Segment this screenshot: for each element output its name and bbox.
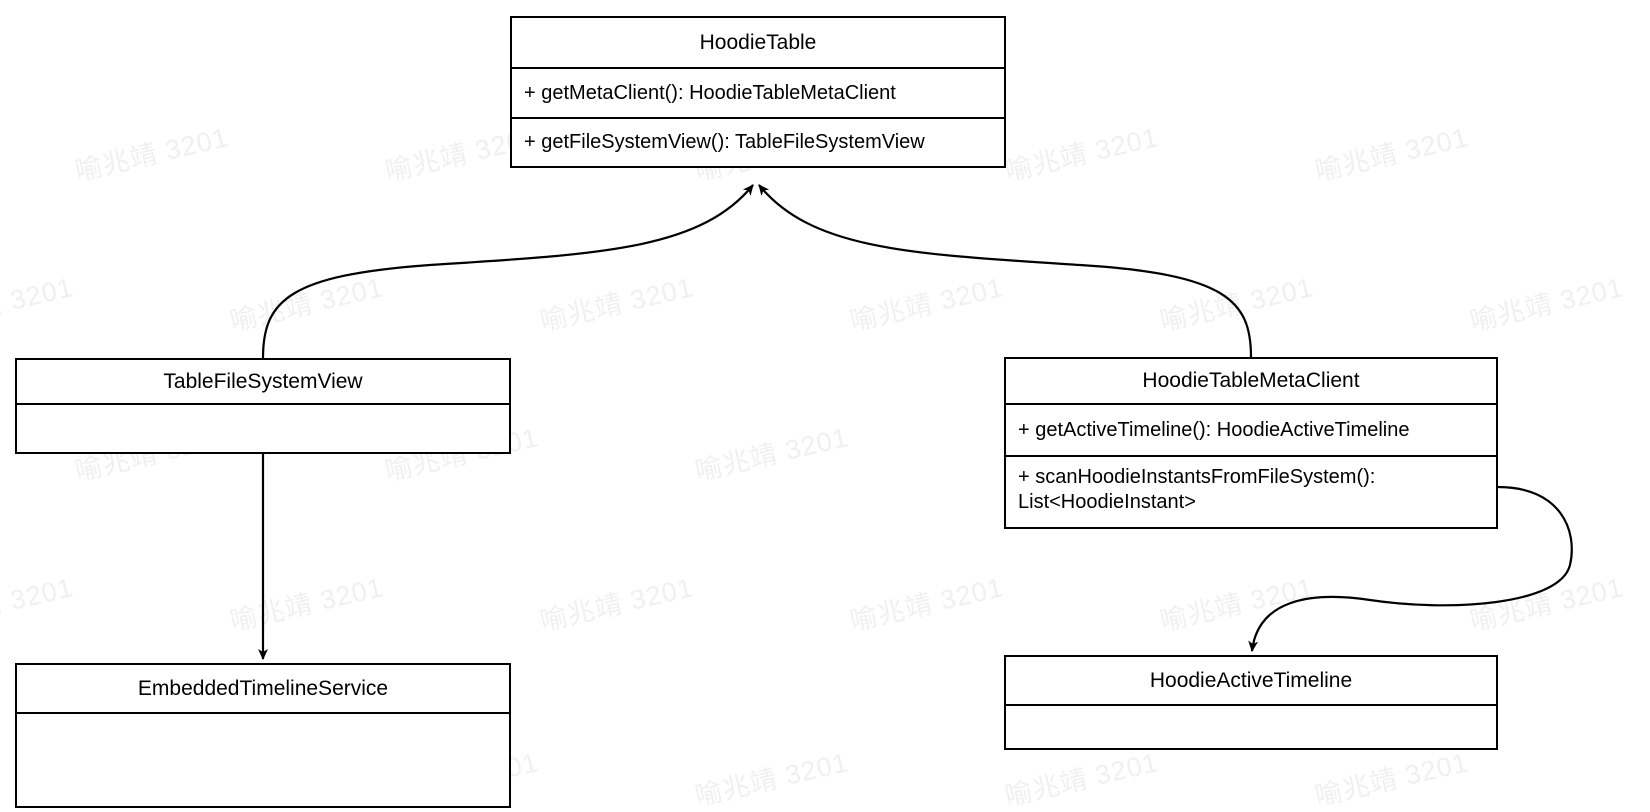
watermark-text: 喻兆靖 3201 <box>692 422 852 487</box>
class-members-hoodietable: + getMetaClient(): HoodieTableMetaClient… <box>512 69 1004 165</box>
watermark-text: 喻兆靖 3201 <box>227 572 387 637</box>
class-box-tablefilesystemview[interactable]: TableFileSystemView <box>15 358 511 454</box>
class-box-hoodieactivetimeline[interactable]: HoodieActiveTimeline <box>1004 655 1498 750</box>
class-name-hoodietable: HoodieTable <box>512 18 1004 69</box>
watermark-text: 喻兆靖 3201 <box>1467 272 1627 337</box>
class-members-hoodietablemetaclient: + getActiveTimeline(): HoodieActiveTimel… <box>1006 405 1496 527</box>
watermark-text: 喻兆靖 3201 <box>0 272 77 337</box>
class-box-hoodietablemetaclient[interactable]: HoodieTableMetaClient + getActiveTimelin… <box>1004 357 1498 529</box>
class-box-embeddedtimelineservice[interactable]: EmbeddedTimelineService <box>15 663 511 808</box>
watermark-text: 喻兆靖 3201 <box>72 122 232 187</box>
class-name-hoodieactivetimeline: HoodieActiveTimeline <box>1006 657 1496 706</box>
watermark-text: 喻兆靖 3201 <box>692 747 852 812</box>
watermark-text: 喻兆靖 3201 <box>227 272 387 337</box>
watermark-text: 喻兆靖 3201 <box>1157 272 1317 337</box>
watermark-text: 喻兆靖 3201 <box>537 272 697 337</box>
class-name-hoodietablemetaclient: HoodieTableMetaClient <box>1006 359 1496 405</box>
watermark-text: 喻兆靖 3201 <box>1312 122 1472 187</box>
class-member <box>17 405 509 452</box>
watermark-text: 喻兆靖 3201 <box>847 572 1007 637</box>
class-member <box>17 714 509 806</box>
class-members-embeddedtimelineservice <box>17 714 509 806</box>
watermark-text: 喻兆靖 3201 <box>847 272 1007 337</box>
class-member <box>1006 706 1496 748</box>
class-member: + scanHoodieInstantsFromFileSystem():Lis… <box>1006 455 1496 527</box>
watermark-text: 喻兆靖 3201 <box>537 572 697 637</box>
watermark-text: 喻兆靖 3201 <box>0 572 77 637</box>
class-member: + getActiveTimeline(): HoodieActiveTimel… <box>1006 405 1496 455</box>
class-member: + getMetaClient(): HoodieTableMetaClient <box>512 69 1004 117</box>
class-box-hoodietable[interactable]: HoodieTable + getMetaClient(): HoodieTab… <box>510 16 1006 168</box>
class-name-tablefilesystemview: TableFileSystemView <box>17 360 509 405</box>
class-members-hoodieactivetimeline <box>1006 706 1496 748</box>
watermark-text: 喻兆靖 3201 <box>1002 122 1162 187</box>
class-members-tablefilesystemview <box>17 405 509 452</box>
connector-tablefilesystemview-to-hoodietable <box>261 184 754 359</box>
class-member: + getFileSystemView(): TableFileSystemVi… <box>512 117 1004 165</box>
class-name-embeddedtimelineservice: EmbeddedTimelineService <box>17 665 509 714</box>
watermark-text: 喻兆靖 3201 <box>1157 572 1317 637</box>
watermark-text: 喻兆靖 3201 <box>1002 747 1162 812</box>
watermark-text: 喻兆靖 3201 <box>1467 572 1627 637</box>
watermark-text: 喻兆靖 3201 <box>1312 747 1472 812</box>
connector-hoodietablemetaclient-to-hoodietable <box>758 184 1253 358</box>
